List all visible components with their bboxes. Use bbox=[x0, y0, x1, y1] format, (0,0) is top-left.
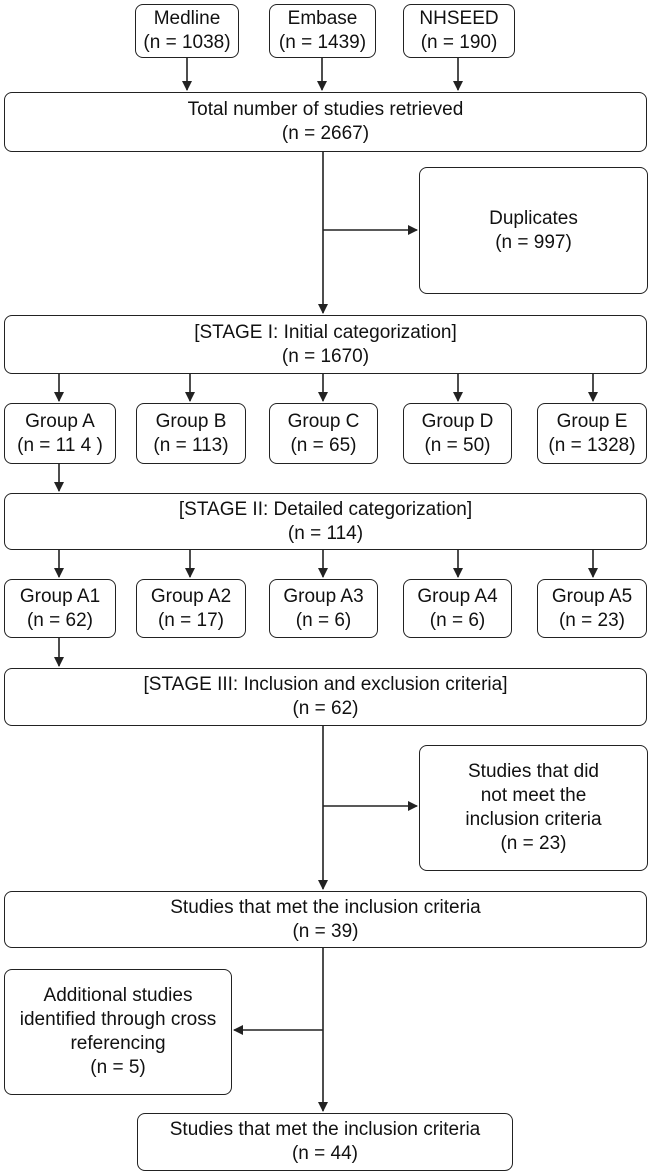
source-box-nhseed: NHSEED (n = 190) bbox=[403, 4, 515, 58]
stage1-box: [STAGE I: Initial categorization] (n = 1… bbox=[4, 315, 647, 374]
group-count: (n = 50) bbox=[424, 434, 491, 456]
group-box-a1: Group A1 (n = 62) bbox=[4, 579, 116, 638]
group-label: Group D bbox=[421, 410, 494, 432]
source-label: NHSEED bbox=[419, 8, 499, 29]
stage1-count: (n = 1670) bbox=[281, 345, 370, 367]
group-label: Group E bbox=[556, 410, 628, 432]
excluded-line: inclusion criteria bbox=[465, 809, 602, 830]
stage2-count: (n = 114) bbox=[287, 522, 364, 544]
group-box-b: Group B (n = 113) bbox=[136, 403, 246, 464]
group-label: Group B bbox=[155, 410, 227, 432]
group-count: (n = 6) bbox=[429, 609, 486, 631]
met-criteria-box: Studies that met the inclusion criteria … bbox=[4, 891, 647, 948]
group-count: (n = 23) bbox=[558, 609, 625, 631]
group-label: Group A1 bbox=[19, 585, 101, 607]
group-label: Group A4 bbox=[417, 585, 498, 607]
additional-line: referencing bbox=[70, 1033, 166, 1054]
stage3-box: [STAGE III: Inclusion and exclusion crit… bbox=[4, 668, 647, 726]
source-count: (n = 1439) bbox=[278, 32, 367, 53]
group-count: (n = 17) bbox=[157, 609, 224, 631]
group-box-d: Group D (n = 50) bbox=[403, 403, 512, 464]
excluded-studies-box: Studies that did not meet the inclusion … bbox=[419, 745, 648, 871]
excluded-line: not meet the bbox=[480, 785, 587, 806]
source-label: Embase bbox=[287, 8, 358, 29]
group-label: Group A bbox=[25, 410, 95, 432]
total-label: Total number of studies retrieved bbox=[187, 99, 464, 120]
duplicates-label: Duplicates bbox=[489, 207, 578, 229]
group-box-e: Group E (n = 1328) bbox=[537, 403, 647, 464]
group-count: (n = 65) bbox=[290, 434, 357, 456]
stage3-label: [STAGE III: Inclusion and exclusion crit… bbox=[143, 674, 508, 695]
source-label: Medline bbox=[153, 8, 221, 29]
met-label: Studies that met the inclusion criteria bbox=[170, 896, 481, 918]
group-count: (n = 11 4 ) bbox=[17, 434, 103, 456]
group-count: (n = 113) bbox=[153, 434, 229, 456]
additional-studies-box: Additional studies identified through cr… bbox=[4, 969, 232, 1095]
group-box-a4: Group A4 (n = 6) bbox=[403, 579, 512, 638]
stage3-count: (n = 62) bbox=[292, 698, 359, 719]
source-box-medline: Medline (n = 1038) bbox=[135, 4, 239, 58]
source-count: (n = 1038) bbox=[143, 32, 231, 53]
group-label: Group C bbox=[287, 410, 360, 432]
additional-line: identified through cross bbox=[19, 1009, 217, 1030]
stage2-label: [STAGE II: Detailed categorization] bbox=[178, 498, 473, 520]
stage1-label: [STAGE I: Initial categorization] bbox=[194, 321, 457, 343]
group-box-a2: Group A2 (n = 17) bbox=[136, 579, 246, 638]
additional-line: Additional studies bbox=[43, 985, 193, 1006]
excluded-count: (n = 23) bbox=[500, 833, 567, 854]
group-count: (n = 6) bbox=[295, 609, 352, 631]
group-label: Group A3 bbox=[283, 585, 364, 607]
source-box-embase: Embase (n = 1439) bbox=[269, 4, 376, 58]
stage2-box: [STAGE II: Detailed categorization] (n =… bbox=[4, 493, 647, 550]
final-label: Studies that met the inclusion criteria bbox=[169, 1119, 481, 1140]
duplicates-box: Duplicates (n = 997) bbox=[419, 167, 648, 294]
final-included-box: Studies that met the inclusion criteria … bbox=[137, 1113, 513, 1171]
excluded-line: Studies that did bbox=[468, 761, 599, 782]
group-box-a3: Group A3 (n = 6) bbox=[269, 579, 378, 638]
group-label: Group A2 bbox=[150, 585, 232, 607]
group-box-c: Group C (n = 65) bbox=[269, 403, 378, 464]
group-box-a5: Group A5 (n = 23) bbox=[537, 579, 647, 638]
group-count: (n = 1328) bbox=[548, 434, 636, 456]
duplicates-count: (n = 997) bbox=[495, 231, 572, 253]
total-retrieved-box: Total number of studies retrieved (n = 2… bbox=[4, 92, 647, 152]
final-count: (n = 44) bbox=[291, 1143, 358, 1164]
total-count: (n = 2667) bbox=[281, 123, 370, 144]
additional-count: (n = 5) bbox=[90, 1057, 146, 1078]
group-count: (n = 62) bbox=[26, 609, 93, 631]
group-label: Group A5 bbox=[551, 585, 633, 607]
met-count: (n = 39) bbox=[292, 920, 359, 942]
group-box-a: Group A (n = 11 4 ) bbox=[4, 403, 116, 464]
source-count: (n = 190) bbox=[420, 32, 498, 53]
